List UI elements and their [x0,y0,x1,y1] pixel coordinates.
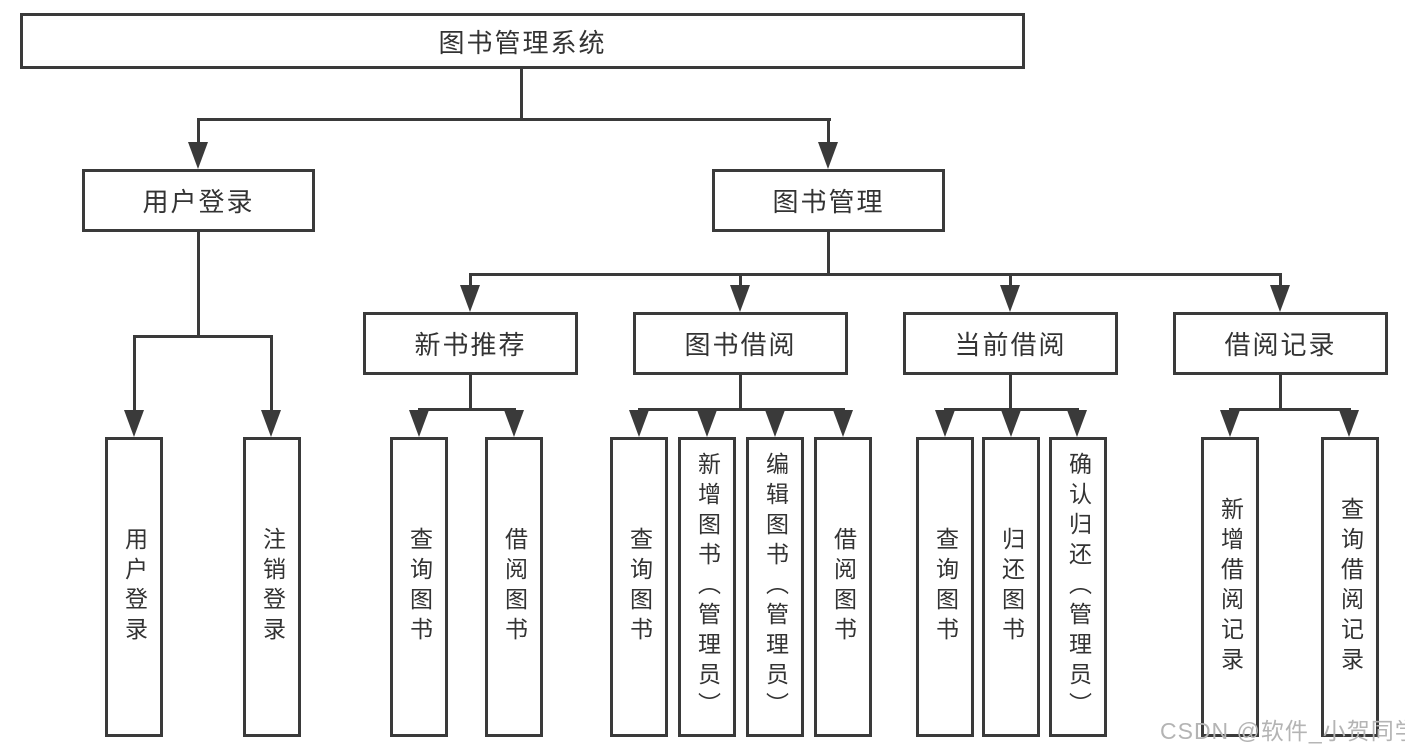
node-label: 查询借阅记录 [1337,497,1364,677]
arrow-down-icon [833,410,853,437]
arrow-down-icon [765,410,785,437]
node-rec-query-book: 查询图书 [390,437,448,737]
node-label: 用户登录 [121,527,148,647]
connector-line [270,335,273,413]
connector-line [827,232,830,273]
node-label: 确认归还（管理员） [1065,452,1092,722]
connector-line [197,118,200,146]
connector-line [520,69,523,118]
node-library-management-system: 图书管理系统 [20,13,1025,69]
arrow-down-icon [629,410,649,437]
node-label: 借阅图书 [830,527,857,647]
connector-line [739,375,742,411]
arrow-down-icon [460,285,480,312]
arrow-down-icon [1220,410,1240,437]
connector-line [1009,375,1012,411]
node-label: 当前借阅 [954,330,1067,360]
connector-line [469,375,472,411]
connector-line [197,118,831,121]
node-new-book-recommendation: 新书推荐 [363,312,578,375]
node-book-management-group: 图书管理 [712,169,945,232]
connector-line [1279,273,1282,289]
connector-line [418,408,516,411]
arrow-down-icon [1270,285,1290,312]
node-label: 查询图书 [626,527,653,647]
node-book-borrowing: 图书借阅 [633,312,848,375]
node-label: 新书推荐 [414,330,527,360]
arrow-down-icon [697,410,717,437]
node-add-borrow-record: 新增借阅记录 [1201,437,1259,737]
arrow-down-icon [1067,410,1087,437]
arrow-down-icon [1001,410,1021,437]
arrow-down-icon [409,410,429,437]
node-label: 图书管理 [772,187,885,217]
csdn-watermark: CSDN @软件_小贺同学 [1160,718,1405,744]
node-label: 新增图书（管理员） [694,452,721,722]
arrow-down-icon [261,410,281,437]
connector-line [469,273,472,289]
arrow-down-icon [730,285,750,312]
connector-line [197,232,200,335]
node-current-borrowing: 当前借阅 [903,312,1118,375]
arrow-down-icon [818,142,838,169]
node-label: 新增借阅记录 [1217,497,1244,677]
node-query-borrow-record: 查询借阅记录 [1321,437,1379,737]
node-label: 图书管理系统 [438,27,607,58]
connector-line [827,118,830,146]
node-label: 查询图书 [932,527,959,647]
connector-line [1009,273,1012,289]
arrow-down-icon [935,410,955,437]
arrow-down-icon [188,142,208,169]
connector-line [739,273,742,289]
arrow-down-icon [1339,410,1359,437]
node-label: 借阅图书 [501,527,528,647]
connector-line [1279,375,1282,411]
node-rec-borrow-book: 借阅图书 [485,437,543,737]
node-borrow-book: 借阅图书 [814,437,872,737]
node-label: 借阅记录 [1224,330,1337,360]
node-user-login-group: 用户登录 [82,169,315,232]
node-user-login: 用户登录 [105,437,163,737]
node-logout: 注销登录 [243,437,301,737]
node-label: 编辑图书（管理员） [762,452,789,722]
node-label: 注销登录 [259,527,286,647]
node-label: 用户登录 [142,187,255,217]
node-return-book: 归还图书 [982,437,1040,737]
arrow-down-icon [1000,285,1020,312]
connector-line [133,335,273,338]
arrow-down-icon [124,410,144,437]
node-borrowing-records: 借阅记录 [1173,312,1388,375]
node-label: 图书借阅 [684,330,797,360]
arrow-down-icon [504,410,524,437]
node-label: 查询图书 [406,527,433,647]
connector-line [638,408,845,411]
connector-line [469,273,1281,276]
node-current-query-book: 查询图书 [916,437,974,737]
connector-line [1229,408,1351,411]
connector-line [133,335,136,413]
node-confirm-return-admin: 确认归还（管理员） [1049,437,1107,737]
node-edit-book-admin: 编辑图书（管理员） [746,437,804,737]
node-label: 归还图书 [998,527,1025,647]
node-add-book-admin: 新增图书（管理员） [678,437,736,737]
node-borrow-query-book: 查询图书 [610,437,668,737]
